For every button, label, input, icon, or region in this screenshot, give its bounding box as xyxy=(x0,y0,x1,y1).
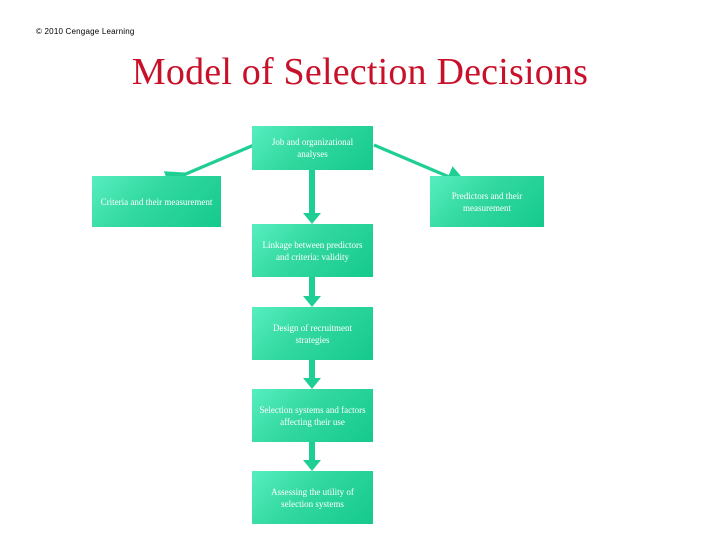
arrow-job-to-linkage xyxy=(303,170,321,224)
arrow-head-icon xyxy=(303,378,321,389)
node-label: Predictors and their measurement xyxy=(451,190,523,213)
diagram-node-linkage-between-predictors-and-criteria: Linkage between predictors and criteria:… xyxy=(252,224,373,277)
arrow-head-icon xyxy=(303,213,321,224)
diagram-node-job-and-organizational-analyses: Job and organizational analyses xyxy=(252,126,373,170)
arrow-shaft xyxy=(309,360,315,378)
arrow-shaft xyxy=(309,170,315,213)
page-title: Model of Selection Decisions xyxy=(131,51,589,93)
diagram-node-assessing-the-utility: Assessing the utility of selection syste… xyxy=(252,471,373,524)
arrow-shaft xyxy=(309,277,315,296)
arrow-head-icon xyxy=(303,460,321,471)
node-label: Selection systems and factors affecting … xyxy=(259,404,366,427)
arrow-systems-to-utility xyxy=(303,442,321,471)
arrow-shaft xyxy=(309,442,315,460)
copyright-notice: © 2010 Cengage Learning xyxy=(36,27,135,36)
node-label: Design of recruitment strategies xyxy=(273,322,352,345)
node-label: Job and organizational analyses xyxy=(271,137,354,159)
arrow-linkage-to-design xyxy=(303,277,321,307)
node-label: Linkage between predictors and criteria:… xyxy=(262,239,363,262)
diagram-node-design-of-recruitment-strategies: Design of recruitment strategies xyxy=(252,307,373,360)
arrow-job-to-criteria xyxy=(163,143,255,192)
node-label: Assessing the utility of selection syste… xyxy=(271,486,354,509)
diagram-node-criteria-and-their-measurement: Criteria and their measurement xyxy=(92,176,221,227)
diagram-node-predictors-and-their-measurement: Predictors and their measurement xyxy=(430,176,544,227)
arrow-head-icon xyxy=(303,296,321,307)
node-label: Criteria and their measurement xyxy=(100,196,213,207)
arrow-job-to-predictors xyxy=(373,143,469,187)
diagram-node-selection-systems-and-factors: Selection systems and factors affecting … xyxy=(252,389,373,442)
arrow-design-to-systems xyxy=(303,360,321,389)
